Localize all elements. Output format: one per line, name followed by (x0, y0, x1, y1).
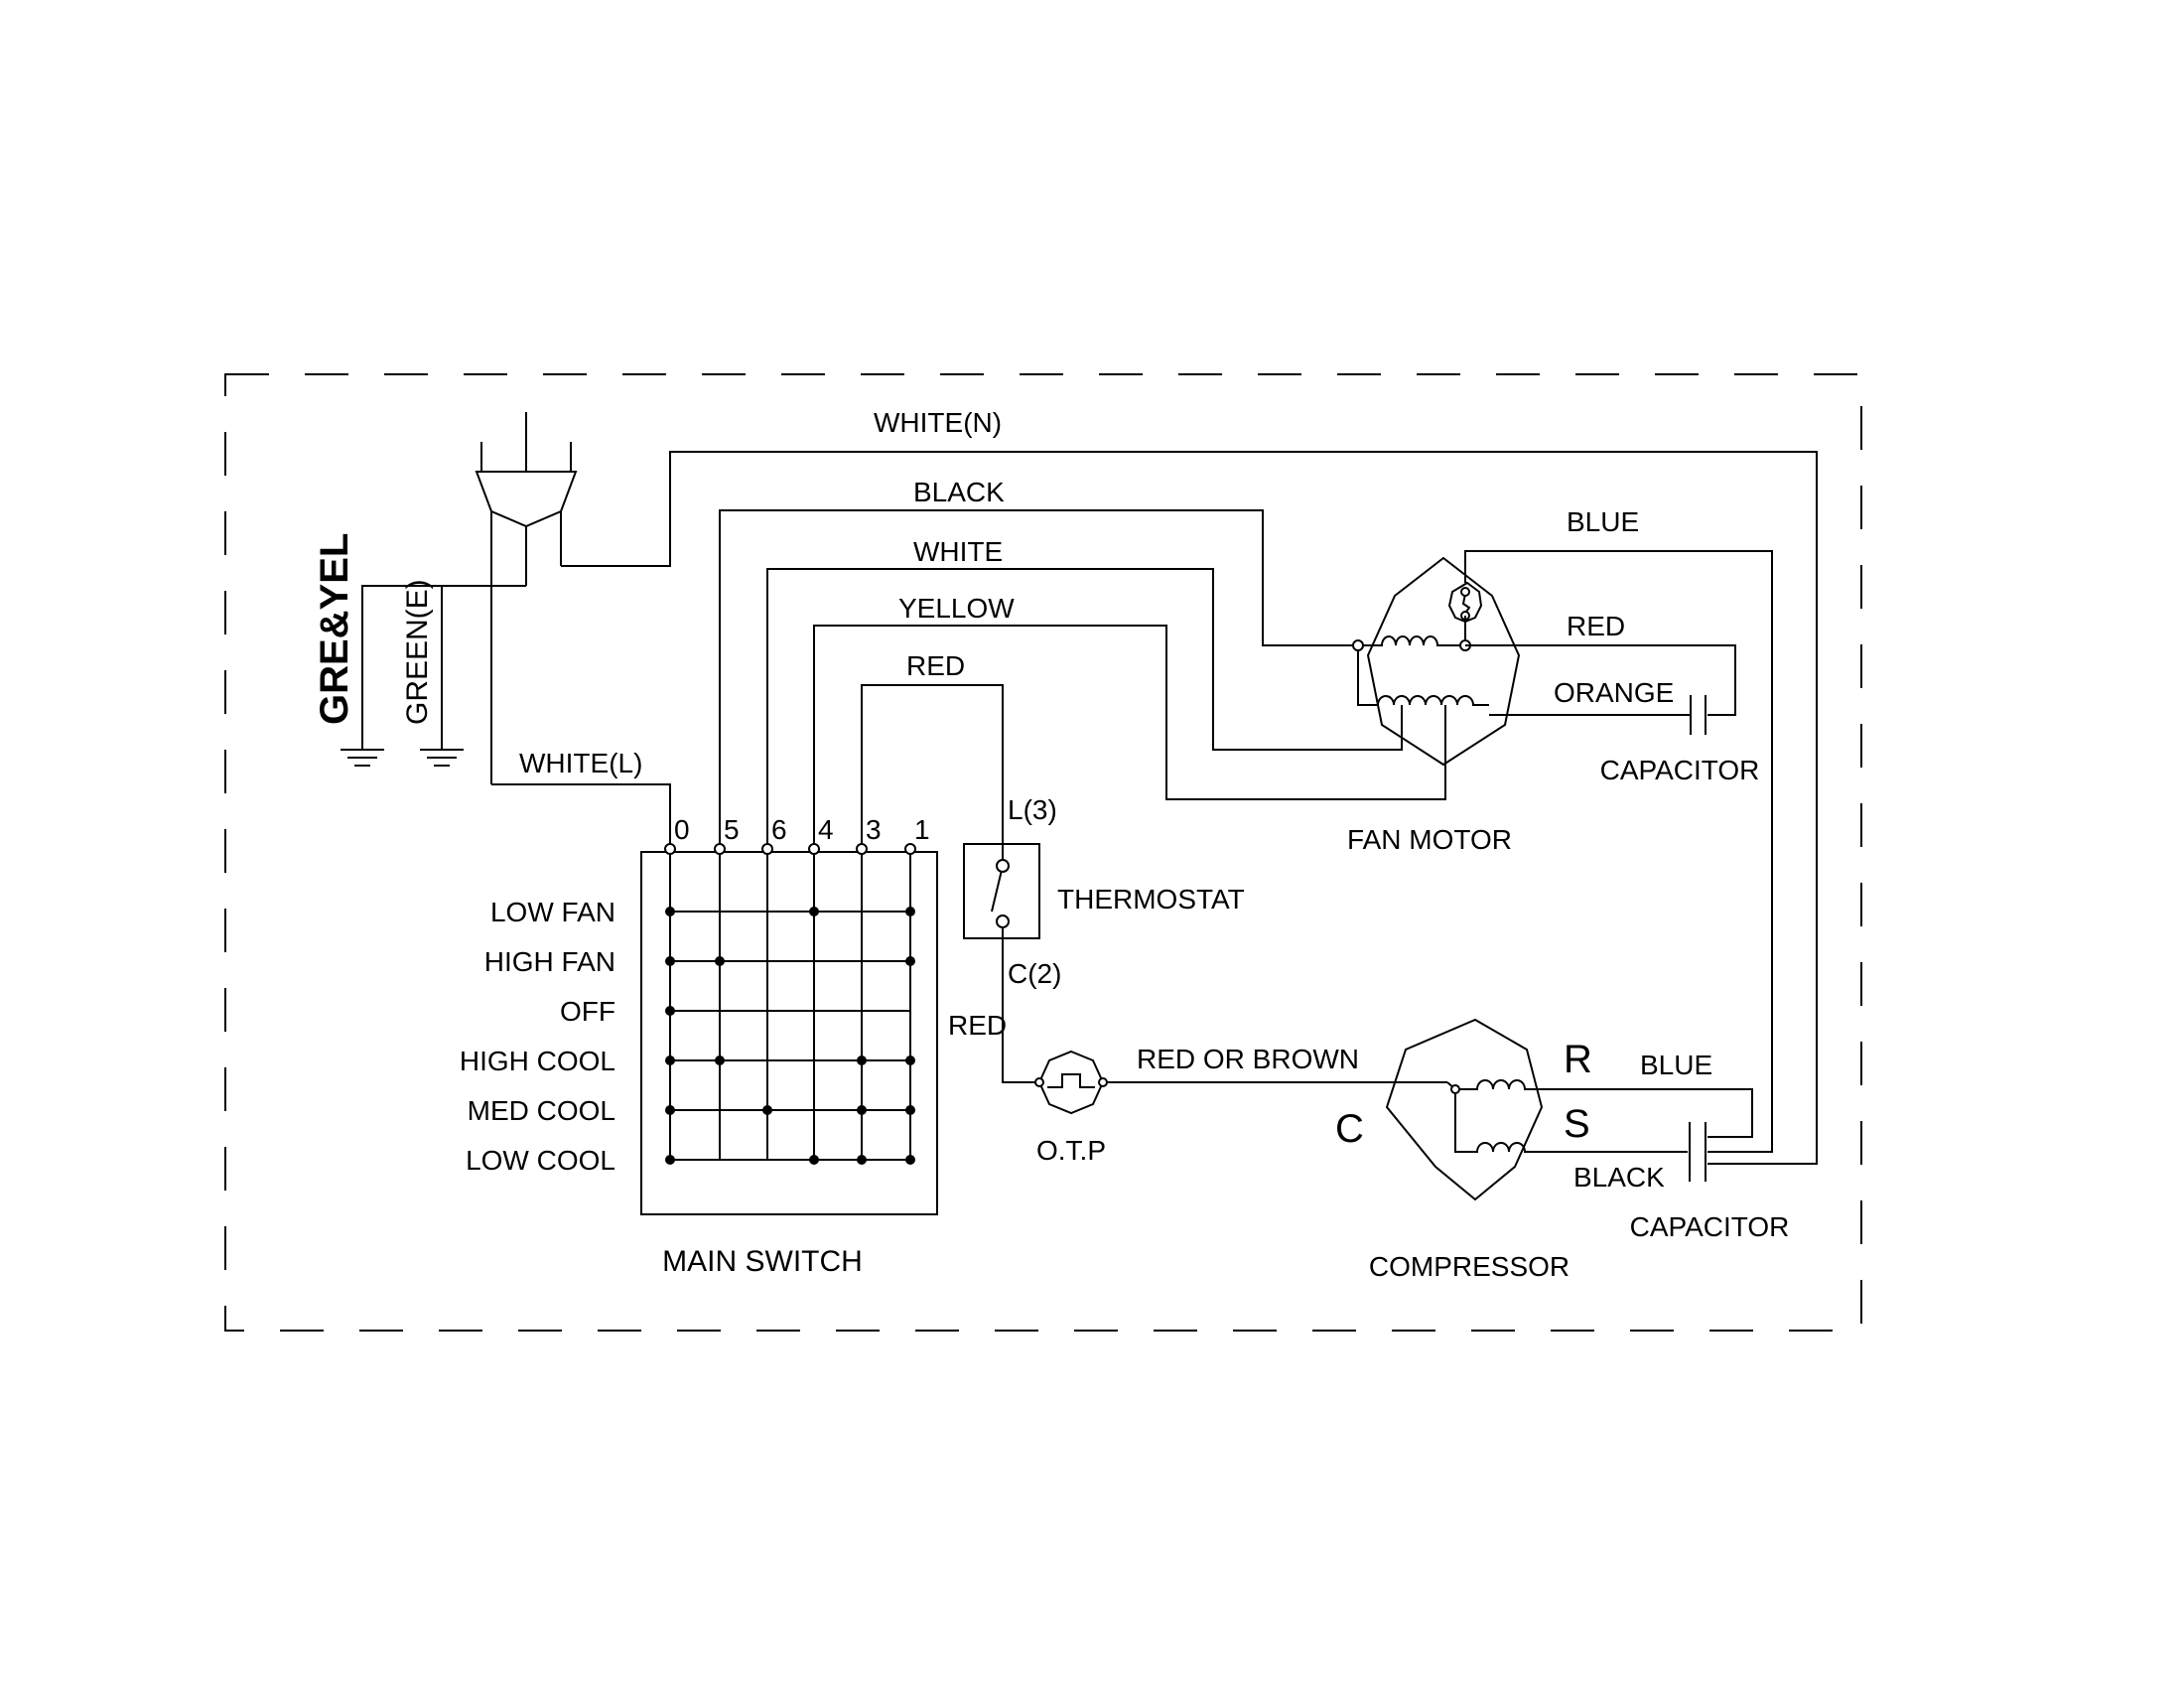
switch-position-label: HIGH FAN (484, 946, 615, 977)
label-red-or-brown: RED OR BROWN (1137, 1044, 1359, 1074)
label-red-top: RED (906, 650, 965, 681)
switch-terminal (856, 843, 868, 855)
compressor-capacitor: CAPACITOR (1630, 1122, 1790, 1242)
label-fan-motor: FAN MOTOR (1347, 824, 1512, 855)
switch-terminal-label: 6 (771, 814, 787, 845)
label-white-l: WHITE(L) (519, 748, 642, 778)
label-red-mid: RED (948, 1010, 1007, 1041)
switch-terminal (904, 843, 916, 855)
switch-contact (809, 1155, 819, 1165)
power-plug (475, 412, 578, 784)
switch-position-label: HIGH COOL (460, 1046, 615, 1076)
switch-contact (665, 907, 675, 916)
otp: O.T.P (1034, 1050, 1108, 1166)
switch-contact (665, 1055, 675, 1065)
ground-symbol-1 (341, 749, 384, 767)
ground-symbol-2 (420, 749, 464, 767)
wire-white-l (491, 783, 671, 849)
switch-position-label: MED COOL (468, 1095, 615, 1126)
switch-contact (905, 1155, 915, 1165)
label-comp-r: R (1564, 1038, 1592, 1081)
label-capacitor-comp: CAPACITOR (1630, 1211, 1790, 1242)
label-otp: O.T.P (1036, 1135, 1106, 1166)
label-comp-s: S (1564, 1102, 1590, 1146)
switch-contact (905, 1055, 915, 1065)
wire-black (719, 509, 1358, 849)
fan-motor: FAN MOTOR (1347, 556, 1521, 855)
fan-capacitor: CAPACITOR (1600, 695, 1760, 785)
label-blue-comp: BLUE (1640, 1050, 1712, 1080)
wire-white-n (561, 451, 1818, 1165)
wire-white (766, 568, 1403, 849)
wire-red-top (861, 684, 1004, 859)
switch-contact (665, 1006, 675, 1016)
switch-terminal-label: 0 (674, 814, 690, 845)
label-main-switch: MAIN SWITCH (662, 1245, 863, 1278)
switch-contact (665, 956, 675, 966)
ground-wires: GRE&YEL GREEN(E) (313, 533, 526, 767)
switch-terminal-label: 1 (914, 814, 930, 845)
label-white-n: WHITE(N) (874, 407, 1002, 438)
switch-contact (857, 1155, 867, 1165)
switch-terminal-label: 4 (818, 814, 834, 845)
wire-blue-comp (1534, 1088, 1753, 1138)
wire-red-mid (1002, 921, 1037, 1083)
switch-position-label: OFF (560, 996, 615, 1027)
switch-contact (857, 1105, 867, 1115)
switch-contact (665, 1105, 675, 1115)
wire-yellow (813, 625, 1446, 849)
label-thermostat: THERMOSTAT (1057, 884, 1245, 914)
label-black-comp: BLACK (1573, 1162, 1665, 1193)
switch-contact (905, 907, 915, 916)
switch-contact (715, 956, 725, 966)
label-l3: L(3) (1008, 794, 1057, 825)
switch-terminal (714, 843, 726, 855)
wire-blue-fan (1464, 550, 1773, 1153)
switch-position-label: LOW FAN (490, 897, 615, 927)
label-red-fan: RED (1567, 611, 1625, 641)
label-green-e: GREEN(E) (401, 579, 434, 725)
thermostat: L(3) C(2) THERMOSTAT (963, 794, 1245, 989)
switch-position-label: LOW COOL (466, 1145, 615, 1176)
label-orange: ORANGE (1554, 677, 1674, 708)
wire-red-fan (1465, 644, 1736, 716)
label-compressor: COMPRESSOR (1369, 1251, 1570, 1282)
label-blue-top: BLUE (1567, 506, 1639, 537)
enclosure-frame (224, 373, 1862, 1332)
label-white: WHITE (913, 536, 1003, 567)
switch-contact (905, 1105, 915, 1115)
switch-terminal-label: 3 (866, 814, 882, 845)
switch-terminal (664, 843, 676, 855)
label-comp-c: C (1335, 1107, 1364, 1151)
switch-terminal (808, 843, 820, 855)
switch-contact (905, 956, 915, 966)
switch-contact (762, 1105, 772, 1115)
switch-contact (809, 907, 819, 916)
switch-contact (665, 1155, 675, 1165)
label-black: BLACK (913, 477, 1005, 507)
label-capacitor-fan: CAPACITOR (1600, 755, 1760, 785)
label-gre-yel: GRE&YEL (313, 533, 356, 725)
label-c2: C(2) (1008, 958, 1061, 989)
compressor: C R S COMPRESSOR (1335, 1018, 1592, 1282)
switch-contact (857, 1055, 867, 1065)
label-yellow: YELLOW (898, 593, 1015, 624)
switch-terminal (761, 843, 773, 855)
switch-contact (715, 1055, 725, 1065)
switch-terminal-label: 5 (724, 814, 740, 845)
